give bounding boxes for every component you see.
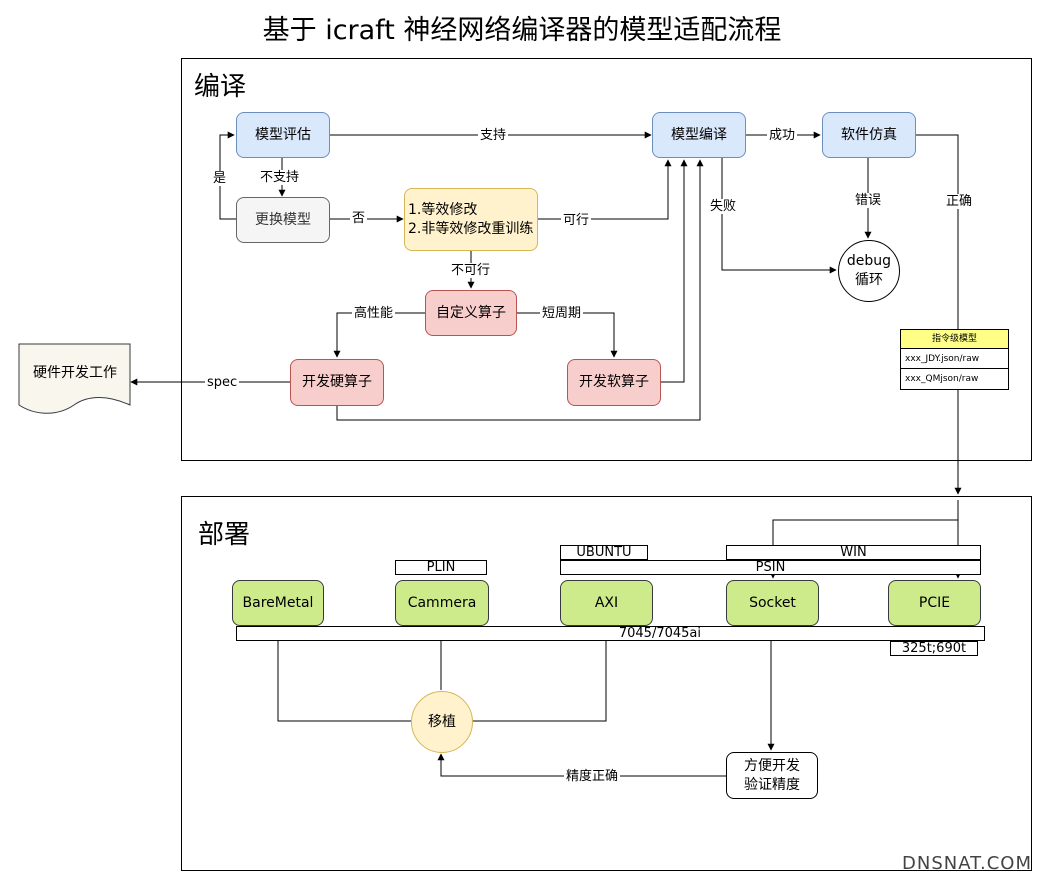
bar-ubuntu: UBUNTU	[560, 545, 648, 560]
edge-feasible	[538, 159, 672, 220]
model-eval-label: 模型评估	[255, 126, 311, 143]
hw-work-label: 硬件开发工作	[33, 365, 117, 381]
target-pcie-label: PCIE	[918, 594, 951, 611]
replace-model-node: 更换模型	[236, 197, 330, 243]
label-success: 成功	[767, 128, 798, 143]
label-yes: 是	[211, 171, 229, 186]
edge-port-axi	[472, 627, 610, 722]
debug-line2: 循环	[855, 272, 883, 288]
diagram-title: 基于 icraft 神经网络编译器的模型适配流程	[262, 15, 782, 46]
target-baremetal: BareMetal	[232, 580, 324, 626]
label-correct: 正确	[944, 194, 975, 209]
port-label: 移植	[428, 713, 456, 730]
sw-sim-label: 软件仿真	[841, 126, 897, 143]
bar-plin: PLIN	[395, 560, 487, 575]
bar-win: WIN	[726, 545, 981, 560]
custom-op-label: 自定义算子	[436, 304, 506, 321]
watermark: DNSNAT.COM	[902, 853, 1032, 874]
dev-sw-op-node: 开发软算子	[567, 359, 661, 406]
verify-line1: 方便开发	[744, 757, 800, 774]
edge-port-baremetal	[274, 627, 411, 722]
debug-loop-node: debug 循环	[838, 240, 900, 302]
modify-line1: 1.等效修改	[408, 201, 478, 218]
dev-hw-op-label: 开发硬算子	[302, 374, 372, 391]
label-support: 支持	[478, 128, 509, 143]
label-no: 否	[350, 211, 368, 226]
label-high-perf: 高性能	[352, 306, 396, 321]
edge-high-perf	[333, 312, 425, 358]
target-baremetal-label: BareMetal	[242, 594, 314, 611]
model-compile-label: 模型编译	[671, 126, 727, 143]
modify-line2: 2.非等效修改重训练	[408, 220, 534, 237]
label-fail: 失败	[708, 199, 739, 214]
target-socket: Socket	[726, 580, 819, 626]
model-eval-node: 模型评估	[236, 112, 330, 158]
verify-line2: 验证精度	[744, 776, 800, 793]
instr-model-table: 指令级模型 xxx_JDY.json/raw xxx_QMjson/raw	[900, 329, 1009, 390]
modify-node: 1.等效修改 2.非等效修改重训练	[404, 188, 538, 251]
target-socket-label: Socket	[749, 594, 796, 611]
edge-accuracy-ok	[437, 753, 726, 777]
label-feasible: 可行	[561, 213, 592, 228]
edge-fail	[721, 158, 837, 274]
target-pcie: PCIE	[888, 580, 981, 626]
target-axi: AXI	[560, 580, 653, 626]
sw-sim-node: 软件仿真	[822, 112, 916, 158]
edge-correct	[916, 134, 962, 495]
bar-chip2: 325t;690t	[890, 641, 978, 656]
bar-psin: PSIN	[560, 560, 981, 575]
compile-section-title: 编译	[194, 72, 247, 102]
bar-chip: 7045/7045ai	[236, 626, 985, 641]
debug-line1: debug	[846, 253, 892, 270]
edge-hw-to-compile	[336, 159, 704, 421]
model-compile-node: 模型编译	[652, 112, 746, 158]
target-cammera: Cammera	[395, 580, 489, 626]
label-spec: spec	[205, 375, 240, 390]
instr-model-row-1: xxx_JDY.json/raw	[901, 348, 1008, 368]
target-axi-label: AXI	[594, 594, 619, 611]
label-error: 错误	[853, 193, 884, 208]
dev-sw-op-label: 开发软算子	[579, 374, 649, 391]
port-node: 移植	[411, 691, 473, 753]
instr-model-row-2: xxx_QMjson/raw	[901, 368, 1008, 388]
verify-node: 方便开发 验证精度	[726, 752, 818, 799]
label-not-support: 不支持	[258, 170, 302, 185]
hw-work-document	[18, 343, 131, 414]
custom-op-node: 自定义算子	[425, 290, 517, 336]
instr-model-header: 指令级模型	[901, 330, 1008, 348]
label-accuracy-ok: 精度正确	[564, 769, 621, 784]
dev-hw-op-node: 开发硬算子	[290, 359, 384, 406]
label-infeasible: 不可行	[449, 263, 493, 278]
edge-sw-to-compile	[661, 159, 688, 383]
label-short-cycle: 短周期	[540, 306, 584, 321]
target-cammera-label: Cammera	[407, 594, 477, 611]
deploy-section-title: 部署	[198, 520, 251, 550]
replace-model-label: 更换模型	[255, 211, 311, 228]
